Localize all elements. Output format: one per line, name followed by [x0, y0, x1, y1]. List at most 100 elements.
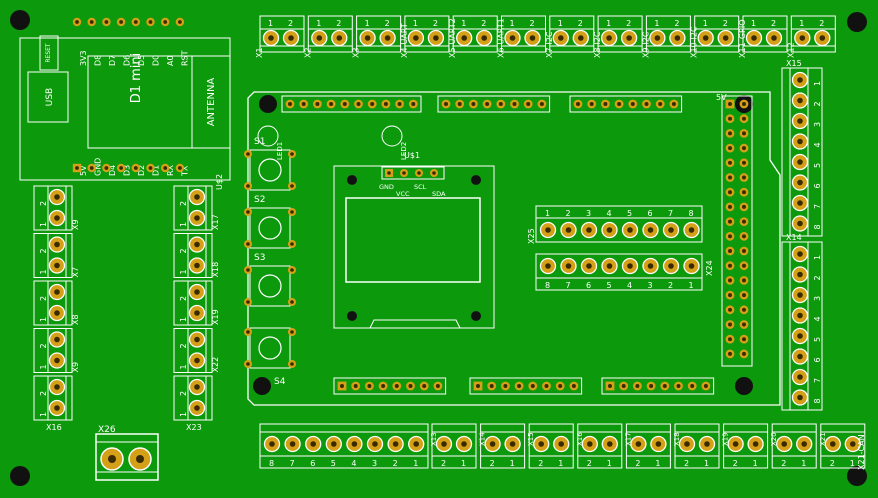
- pin-number: 5: [813, 337, 822, 342]
- pin-number-1: 1: [461, 459, 466, 468]
- d1-top-pad-hole: [89, 20, 94, 24]
- d1-pin-label-tx: TX: [181, 165, 190, 177]
- pin-number: 5: [331, 459, 336, 468]
- screw-terminal-hole: [704, 441, 710, 447]
- header-pad-hole: [503, 384, 508, 388]
- connector-label: X7: [71, 267, 80, 278]
- header-pad-hole: [608, 384, 612, 388]
- pin-number-1: 1: [655, 459, 660, 468]
- screw-terminal-hole: [799, 35, 806, 41]
- connector-label: X7-I2C: [545, 31, 554, 58]
- header-pad-hole: [676, 384, 681, 388]
- pin-number-1: 1: [510, 19, 515, 28]
- pin-number-2: 2: [179, 391, 188, 396]
- pin-number-1: 1: [179, 222, 188, 227]
- screw-terminal-hole: [607, 441, 613, 447]
- screw-terminal-hole: [461, 35, 468, 41]
- header-pad-hole: [476, 384, 480, 388]
- header-pad-hole: [383, 102, 388, 106]
- header-pad-hole: [742, 116, 746, 121]
- screw-terminal-hole: [194, 215, 200, 221]
- pin-number: 4: [813, 142, 822, 147]
- header-pad-hole: [728, 351, 732, 356]
- header-pad-hole: [457, 102, 462, 106]
- screw-terminal-hole: [771, 35, 777, 41]
- push-button-s4: S4: [244, 327, 296, 387]
- connector-label: X24: [705, 260, 714, 276]
- connector-label: X14: [786, 233, 802, 242]
- connector-label: X25: [527, 228, 536, 244]
- pin-number-2: 2: [433, 19, 438, 28]
- pin-number-1: 1: [179, 364, 188, 369]
- connector-label: X16: [576, 432, 584, 446]
- screw-terminal-hole: [688, 227, 695, 233]
- header-pad-hole: [411, 102, 416, 106]
- pin-number-2: 2: [538, 459, 543, 468]
- header-pad-hole: [728, 160, 732, 165]
- pin-number: 3: [372, 459, 377, 468]
- connector-label: X2: [303, 47, 312, 58]
- led2-label: LED2: [400, 142, 408, 160]
- screw-terminal-hole: [54, 262, 60, 269]
- pin-number-2: 2: [441, 459, 446, 468]
- leds: LED1 LED2: [257, 125, 408, 160]
- screw-terminal-hole: [732, 441, 739, 447]
- header-pad-hole: [728, 322, 732, 327]
- screw-terminal-hole: [509, 441, 516, 447]
- button-pad-hole: [246, 330, 250, 334]
- screw-terminal-hole: [586, 227, 592, 233]
- header-pad-hole: [408, 384, 413, 388]
- connector-label: X15: [786, 59, 802, 68]
- connector-label: X23: [186, 423, 202, 432]
- pin-number: 8: [813, 224, 822, 229]
- button-pad-hole: [290, 242, 294, 246]
- pin-number-2: 2: [39, 248, 48, 253]
- header-pad-hole: [342, 102, 347, 106]
- screw-terminal-hole: [413, 441, 420, 447]
- button-label: S2: [254, 195, 265, 205]
- screw-terminal-hole: [316, 35, 323, 41]
- header-pad-hole: [728, 263, 732, 268]
- pin-number-2: 2: [288, 19, 293, 28]
- header-pad-hole: [340, 384, 344, 388]
- u2-label: U$2: [215, 174, 224, 190]
- pin-number-2: 2: [830, 459, 835, 468]
- header-pad-hole: [301, 102, 306, 106]
- connector-label: X1: [255, 47, 264, 58]
- screw-terminal-hole: [751, 35, 757, 41]
- header-pad-hole: [742, 263, 746, 268]
- header-pad-hole: [671, 102, 676, 106]
- header-pad-hole: [512, 102, 517, 106]
- d1-top-pad-hole: [178, 20, 182, 24]
- pin-number-1: 1: [461, 19, 466, 28]
- screw-terminal-hole: [627, 227, 633, 233]
- pin-number: 8: [813, 398, 822, 403]
- screw-terminal-hole: [606, 227, 613, 233]
- d1-bottom-pads: [72, 163, 185, 173]
- header-pad-hole: [742, 131, 746, 136]
- pin-number: 3: [586, 209, 591, 218]
- screw-terminal-hole: [54, 384, 60, 390]
- header-pad-hole: [728, 146, 732, 151]
- pin-number-1: 1: [39, 317, 48, 322]
- header-pad-hole: [644, 102, 649, 106]
- header-pad-hole: [444, 102, 448, 106]
- header-pad-hole: [728, 190, 732, 195]
- button-pad-hole: [290, 268, 294, 272]
- d1-pin-label-d2: D2: [137, 165, 146, 176]
- screw-terminal-hole: [529, 35, 536, 41]
- pin-number: 5: [627, 209, 632, 218]
- d1-pin-label-d8: D8: [94, 55, 103, 66]
